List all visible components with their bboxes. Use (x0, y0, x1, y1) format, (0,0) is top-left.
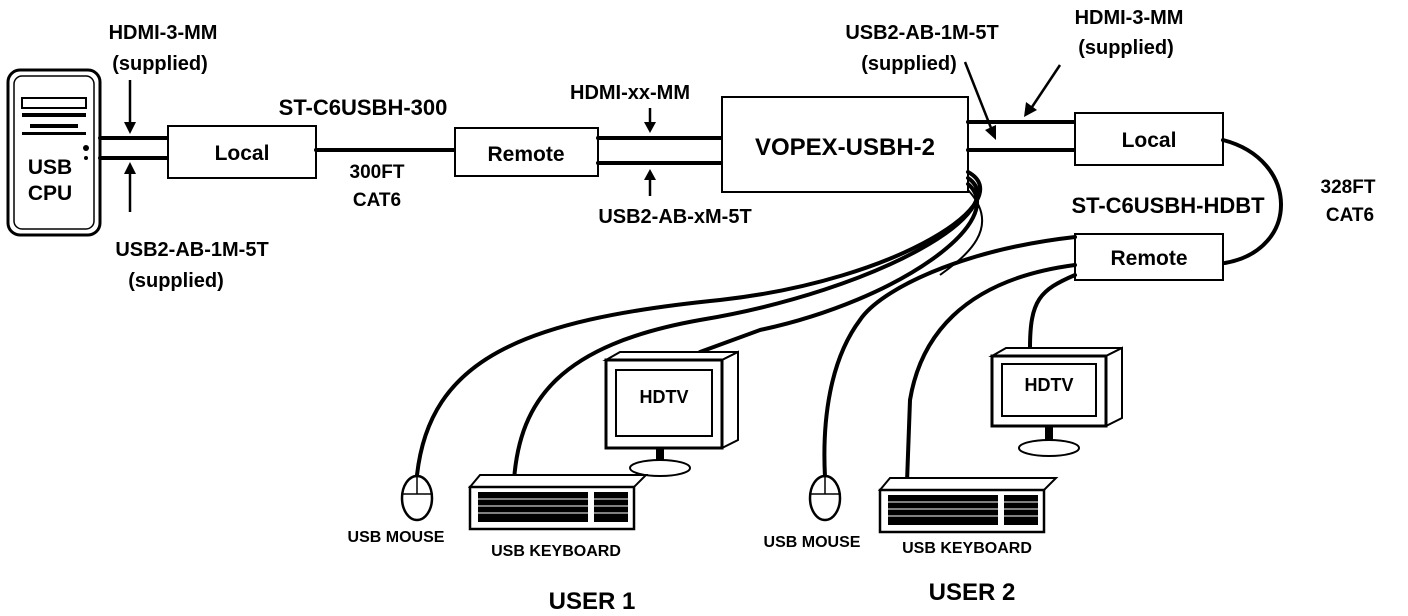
user1-keyboard-icon (467, 474, 649, 531)
user1-title: USER 1 (549, 588, 636, 615)
hdmi-mid-label: HDMI-xx-MM (570, 82, 690, 104)
usb-mid-label: USB2-AB-xM-5T (598, 206, 751, 228)
vopex-box (721, 96, 969, 193)
extender1-name: ST-C6USBH-300 (279, 95, 448, 120)
remote-to-vopex-cables (596, 136, 724, 165)
cpu-label-line2: CPU (28, 182, 72, 205)
user2-keyboard-label: USB KEYBOARD (902, 540, 1032, 557)
hdmi-left-arrow (124, 80, 136, 134)
usb-mid-arrow (644, 169, 656, 196)
user1-keyboard-label: USB KEYBOARD (491, 543, 621, 560)
usb-left-arrow (124, 162, 136, 212)
extender1-cable-type: CAT6 (353, 190, 401, 211)
user1-monitor-icon (602, 350, 739, 477)
user2-mouse-icon (808, 474, 842, 522)
remote-box-1-label: Remote (487, 143, 564, 166)
extender1-cable-length: 300FT (350, 162, 405, 183)
extender2-cable-type: CAT6 (1326, 205, 1374, 226)
user2-title: USER 2 (929, 579, 1016, 606)
user1-monitor-label: HDTV (640, 387, 689, 407)
vopex-box-label: VOPEX-USBH-2 (755, 134, 935, 161)
usb-left-supplied: (supplied) (128, 270, 224, 292)
hdmi-left-supplied: (supplied) (112, 53, 208, 75)
remote-box-2 (1074, 233, 1224, 281)
usb-right-supplied: (supplied) (861, 53, 957, 75)
hdmi-mid-arrow (644, 108, 656, 133)
hdmi-left-label: HDMI-3-MM (109, 22, 218, 44)
user2-monitor-label: HDTV (1025, 375, 1074, 395)
hdmi-right-label: HDMI-3-MM (1075, 7, 1184, 29)
user1-mouse-icon (400, 474, 434, 522)
user2-monitor-icon (988, 346, 1123, 457)
user2-keyboard-icon (877, 477, 1059, 534)
user1-mouse-label: USB MOUSE (348, 529, 445, 546)
cpu-label-line1: USB (28, 156, 72, 179)
extender2-name: ST-C6USBH-HDBT (1071, 193, 1265, 218)
remote-box-2-label: Remote (1110, 247, 1187, 270)
local-box-2-label: Local (1122, 129, 1177, 152)
usb-right-label: USB2-AB-1M-5T (845, 22, 998, 44)
local-box-1-label: Local (215, 142, 270, 165)
vopex-to-local2-cables (966, 120, 1077, 152)
usb-right-arrow (963, 61, 996, 140)
usb-cpu-icon: USB CPU (6, 68, 102, 237)
cat6-link-2 (1221, 138, 1283, 265)
usb-left-label: USB2-AB-1M-5T (115, 239, 268, 261)
cpu-to-local-cables (98, 136, 170, 160)
user2-mouse-label: USB MOUSE (764, 534, 861, 551)
vopex-remote2-cables (822, 189, 1077, 484)
remote-box-1 (454, 127, 599, 177)
hdmi-right-arrow (1024, 64, 1062, 117)
extender2-cable-length: 328FT (1321, 177, 1376, 198)
hdmi-right-supplied: (supplied) (1078, 37, 1174, 59)
